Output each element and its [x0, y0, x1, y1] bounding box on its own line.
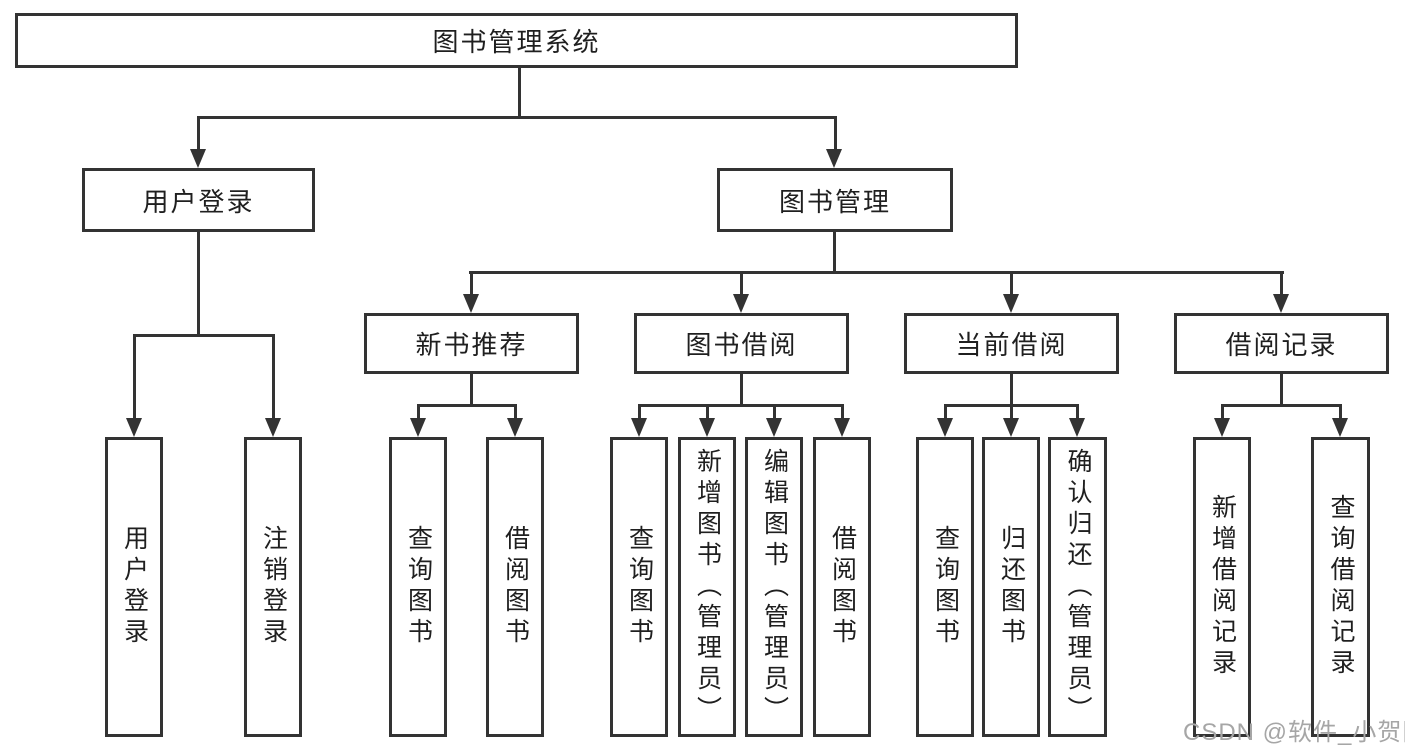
node-leaf-query-books-current: 查询图书	[916, 437, 974, 737]
arrowhead-book-management-icon	[826, 149, 842, 168]
node-leaf-logout: 注销登录	[244, 437, 302, 737]
node-leaf-add-borrow-record: 新增借阅记录	[1193, 437, 1251, 737]
connector-root-stub	[518, 68, 521, 118]
node-leaf-confirm-return-admin-label: 确认归还（管理员）	[1064, 447, 1092, 727]
arrowhead-leaf-icon	[766, 418, 782, 437]
connector-borrow-records-stub	[1280, 374, 1283, 406]
node-book-borrow-label: 图书借阅	[685, 330, 798, 360]
node-new-book-recommend: 新书推荐	[364, 313, 579, 374]
node-leaf-query-books-borrow: 查询图书	[610, 437, 668, 737]
connector-user-login-stub	[197, 232, 200, 336]
node-book-management-branch-label: 图书管理	[778, 186, 891, 217]
connector-current-borrow-stub	[1010, 374, 1013, 406]
node-leaf-confirm-return-admin: 确认归还（管理员）	[1048, 437, 1107, 737]
arrowhead-logout-leaf-icon	[265, 418, 281, 437]
watermark-text: CSDN @软件_小贺同学	[1183, 719, 1405, 746]
node-leaf-edit-books-admin: 编辑图书（管理员）	[745, 437, 803, 737]
arrowhead-leaf-icon	[507, 418, 523, 437]
arrowhead-leaf-icon	[631, 418, 647, 437]
connector-drop-user-login	[197, 116, 200, 151]
connector-drop-leaf	[1010, 404, 1013, 420]
connector-drop-leaf	[1076, 404, 1079, 420]
node-leaf-add-books-admin: 新增图书（管理员）	[678, 437, 736, 737]
connector-drop-leaf	[1221, 404, 1224, 420]
connector-drop-logout-leaf	[272, 334, 275, 420]
node-borrow-records: 借阅记录	[1174, 313, 1389, 374]
node-leaf-query-books-current-label: 查询图书	[931, 525, 960, 649]
node-leaf-user-login: 用户登录	[105, 437, 163, 737]
node-leaf-query-books-recommend-label: 查询图书	[404, 525, 433, 649]
node-leaf-borrow-books: 借阅图书	[813, 437, 871, 737]
node-leaf-edit-books-admin-label: 编辑图书（管理员）	[760, 447, 789, 727]
node-leaf-return-books: 归还图书	[982, 437, 1040, 737]
connector-new-book-stub	[470, 374, 473, 406]
arrowhead-leaf-icon	[1332, 418, 1348, 437]
node-leaf-borrow-books-recommend-label: 借阅图书	[501, 525, 530, 649]
connector-borrow-records-hline	[1221, 404, 1342, 407]
arrowhead-book-borrow-icon	[733, 294, 749, 313]
node-root-label: 图书管理系统	[432, 27, 601, 57]
node-leaf-query-books-borrow-label: 查询图书	[625, 525, 654, 649]
connector-level1-hline	[197, 116, 837, 119]
connector-drop-leaf	[417, 404, 420, 420]
arrowhead-leaf-icon	[699, 418, 715, 437]
node-leaf-borrow-books-recommend: 借阅图书	[486, 437, 544, 737]
arrowhead-leaf-icon	[410, 418, 426, 437]
node-leaf-borrow-books-label: 借阅图书	[828, 525, 857, 649]
node-borrow-records-label: 借阅记录	[1225, 330, 1338, 360]
connector-drop-new-book	[470, 271, 473, 296]
arrowhead-leaf-icon	[937, 418, 953, 437]
connector-drop-leaf	[638, 404, 641, 420]
connector-book-borrow-hline	[638, 404, 844, 407]
connector-drop-leaf	[514, 404, 517, 420]
connector-book-borrow-stub	[740, 374, 743, 406]
arrowhead-new-book-icon	[463, 294, 479, 313]
node-leaf-query-borrow-record-label: 查询借阅记录	[1327, 494, 1355, 680]
node-current-borrow: 当前借阅	[904, 313, 1119, 374]
node-leaf-query-borrow-record: 查询借阅记录	[1311, 437, 1370, 737]
connector-drop-leaf	[1339, 404, 1342, 420]
node-leaf-logout-label: 注销登录	[259, 525, 288, 649]
connector-level2-hline	[469, 271, 1284, 274]
node-current-borrow-label: 当前借阅	[955, 330, 1068, 360]
connector-drop-borrow-records	[1280, 271, 1283, 296]
connector-drop-leaf	[841, 404, 844, 420]
node-user-login-branch: 用户登录	[82, 168, 315, 232]
node-book-management-branch: 图书管理	[717, 168, 953, 232]
arrowhead-borrow-records-icon	[1273, 294, 1289, 313]
connector-drop-leaf	[944, 404, 947, 420]
connector-user-login-hline	[133, 334, 275, 337]
node-leaf-return-books-label: 归还图书	[997, 525, 1026, 649]
connector-new-book-hline	[417, 404, 517, 407]
node-user-login-branch-label: 用户登录	[142, 186, 255, 217]
connector-drop-login-leaf	[133, 334, 136, 420]
arrowhead-login-leaf-icon	[126, 418, 142, 437]
connector-drop-book-management	[834, 116, 837, 151]
node-new-book-recommend-label: 新书推荐	[415, 330, 528, 360]
connector-book-management-stub	[833, 232, 836, 273]
connector-drop-current-borrow	[1010, 271, 1013, 296]
arrowhead-leaf-icon	[1069, 418, 1085, 437]
node-leaf-add-borrow-record-label: 新增借阅记录	[1208, 494, 1237, 680]
node-leaf-add-books-admin-label: 新增图书（管理员）	[693, 447, 722, 727]
node-root: 图书管理系统	[15, 13, 1018, 68]
connector-drop-leaf	[706, 404, 709, 420]
arrowhead-leaf-icon	[834, 418, 850, 437]
connector-drop-book-borrow	[740, 271, 743, 296]
arrowhead-current-borrow-icon	[1003, 294, 1019, 313]
arrowhead-leaf-icon	[1003, 418, 1019, 437]
arrowhead-leaf-icon	[1214, 418, 1230, 437]
node-leaf-user-login-label: 用户登录	[120, 525, 149, 649]
connector-drop-leaf	[773, 404, 776, 420]
node-leaf-query-books-recommend: 查询图书	[389, 437, 447, 737]
node-book-borrow: 图书借阅	[634, 313, 849, 374]
arrowhead-user-login-icon	[190, 149, 206, 168]
